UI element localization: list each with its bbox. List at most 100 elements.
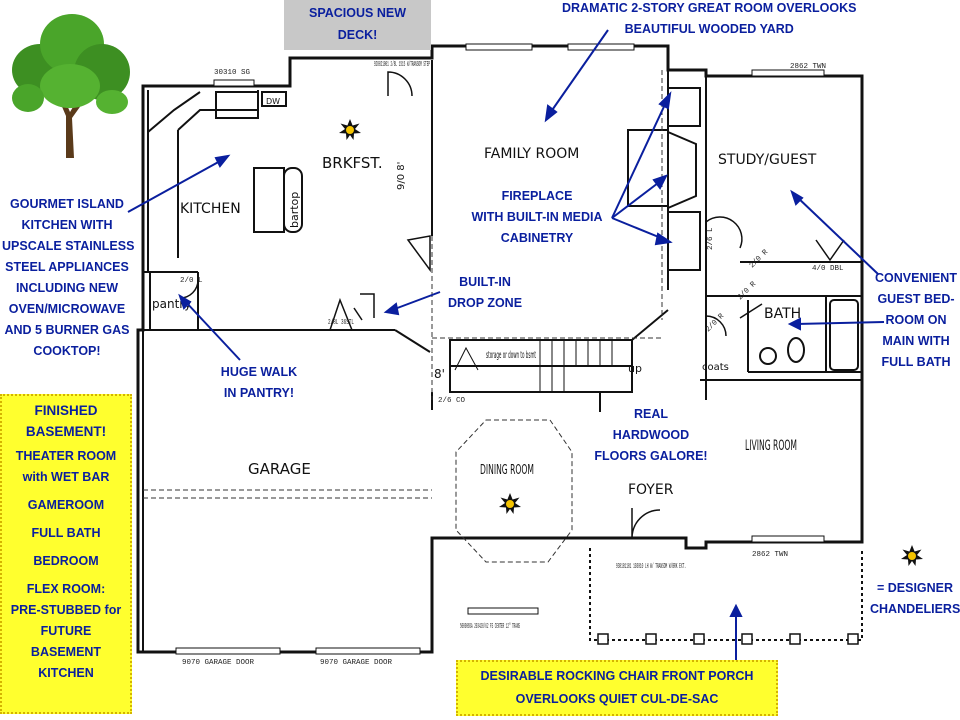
callout-line: HARDWOOD [612, 428, 690, 442]
callout-line: FINISHED [34, 403, 98, 418]
callout-line: IN PANTRY! [223, 386, 295, 400]
basement-item: BEDROOM [2, 551, 130, 572]
room-label-foyer: FOYER [628, 482, 674, 498]
callout-line: BASEMENT! [25, 424, 107, 439]
chandelier-icon [499, 493, 521, 514]
tree-icon [12, 14, 130, 158]
callout-line: CHANDELIERS! [870, 602, 960, 616]
callout-line: AND 5 BURNER GAS [4, 323, 130, 337]
basement-callout: FINISHED BASEMENT! THEATER ROOM with WET… [0, 394, 132, 714]
callout-line: with WET BAR [22, 470, 110, 484]
room-label-dining: DINING ROOM [480, 463, 534, 478]
island-label-bartop: bartop [288, 192, 301, 228]
note-deck-door: 928021001 2/8L 1515 W/TRANSOM STEP [374, 61, 430, 69]
callout-line: KITCHEN WITH [21, 218, 113, 232]
room-label-coats: coats [702, 362, 729, 373]
great-room-callout: DRAMATIC 2-STORY GREAT ROOM OVERLOOKS BE… [562, 0, 856, 40]
room-label-garage: GARAGE [248, 460, 311, 478]
callout-line: BASEMENT [30, 645, 102, 659]
note-window-30310: 30310 SG [214, 69, 251, 77]
callout-line: SPACIOUS NEW [309, 6, 406, 20]
note-closet-4: 2/0 R [736, 280, 758, 302]
callout-line: COOKTOP! [33, 344, 101, 358]
windows [175, 43, 825, 655]
dishwasher-label: DW [266, 97, 280, 106]
note-dining-window: 5000065A 203420/62 FS CENTER 12" TRANS [460, 623, 520, 631]
callout-line: INCLUDING NEW [15, 281, 119, 295]
callout-line: FIREPLACE [501, 189, 573, 203]
ceiling-height-label: 8' [434, 367, 445, 381]
callout-line: DECK! [337, 28, 378, 42]
callout-line: = DESIGNER [876, 581, 954, 595]
callout-line: OVEN/MICROWAVE [8, 302, 126, 316]
note-garage-door-2: 9070 GARAGE DOOR [320, 659, 393, 667]
room-label-kitchen: KITCHEN [180, 201, 241, 217]
callout-line: DROP ZONE [447, 296, 523, 310]
note-closet-1: 2/6 L [707, 227, 715, 250]
note-closet-2: 2/0 R [748, 248, 770, 270]
ceiling-lines [143, 70, 663, 563]
callout-line: ROOM ON [885, 313, 947, 327]
callout-line: FUTURE [40, 624, 92, 638]
room-label-bath: BATH [764, 306, 801, 322]
callout-line: WITH BUILT-IN MEDIA [471, 210, 603, 224]
chandelier-callout: = DESIGNER CHANDELIERS! [870, 578, 960, 620]
callout-line: REAL [633, 407, 669, 421]
porch-posts [597, 633, 859, 645]
callout-line: BUILT-IN [459, 275, 511, 289]
room-label-study: STUDY/GUEST [718, 152, 817, 168]
callout-line: FLOORS GALORE! [594, 449, 708, 463]
pantry-callout: HUGE WALK IN PANTRY! [214, 362, 304, 404]
callout-line: GOURMET ISLAND [10, 197, 124, 211]
drop-zone-callout: BUILT-IN DROP ZONE [440, 272, 530, 314]
exterior-walls [136, 44, 864, 654]
room-label-family: FAMILY ROOM [484, 146, 579, 162]
hardwood-callout: REAL HARDWOOD FLOORS GALORE! [590, 404, 712, 467]
chandelier-icon [901, 545, 923, 566]
note-closet-6: 2/6 CO [438, 397, 466, 405]
note-pantry-door: 2/0 L [180, 277, 203, 285]
basement-item: GAMEROOM [2, 495, 130, 516]
callout-line: GUEST BED- [877, 292, 955, 306]
callout-line: GAMEROOM [27, 498, 105, 512]
basement-item: THEATER ROOM with WET BAR [2, 446, 130, 488]
callout-line: FULL BATH [881, 355, 951, 369]
deck-callout: SPACIOUS NEW DECK! [284, 0, 431, 50]
callout-line: CONVENIENT [875, 271, 957, 285]
callout-line: DRAMATIC 2-STORY GREAT ROOM OVERLOOKS [562, 1, 857, 15]
callout-line: KITCHEN [38, 666, 94, 680]
callout-line: FLEX ROOM: [26, 582, 106, 596]
callout-line: UPSCALE STAINLESS [2, 239, 135, 253]
stair-treads [454, 340, 613, 392]
note-twn-bottom: 2862 TWN [752, 551, 788, 559]
note-bifold: 2/8L 36STL [328, 319, 354, 327]
callout-line: MAIN WITH [882, 334, 950, 348]
basement-title: FINISHED BASEMENT! [2, 400, 130, 442]
basement-item: FULL BATH [2, 523, 130, 544]
ceiling-height-rotated: 9/0 8' [396, 162, 407, 190]
callout-line: FULL BATH [31, 526, 101, 540]
callout-line: HUGE WALK [220, 365, 298, 379]
interior-walls [142, 60, 863, 652]
room-label-living: LIVING ROOM [745, 438, 797, 454]
basement-item: FLEX ROOM: PRE-STUBBED for FUTURE BASEME… [2, 579, 130, 684]
fireplace-callout: FIREPLACE WITH BUILT-IN MEDIA CABINETRY [462, 186, 612, 249]
callout-line: DESIRABLE ROCKING CHAIR FRONT PORCH [480, 669, 754, 683]
room-label-brkfst: BRKFST. [322, 154, 383, 172]
chandelier-icon [339, 119, 361, 140]
callout-line: STEEL APPLIANCES [5, 260, 129, 274]
callout-arrows [127, 29, 885, 660]
callout-line: CABINETRY [500, 231, 574, 245]
note-front-door: 930101101 103010 LH W/ TRANSOM W/BRK EXT… [616, 563, 686, 571]
guest-callout: CONVENIENT GUEST BED- ROOM ON MAIN WITH … [872, 268, 960, 373]
door-swings [179, 71, 845, 539]
callout-line: BEAUTIFUL WOODED YARD [624, 22, 794, 36]
callout-line: THEATER ROOM [15, 449, 117, 463]
callout-line: OVERLOOKS QUIET CUL-DE-SAC [515, 692, 719, 706]
kitchen-callout: GOURMET ISLAND KITCHEN WITH UPSCALE STAI… [2, 194, 135, 362]
note-garage-door-1: 9070 GARAGE DOOR [182, 659, 255, 667]
callout-line: BEDROOM [33, 554, 99, 568]
callout-line: PRE-STUBBED for [10, 603, 122, 617]
note-twn-top: 2862 TWN [790, 63, 826, 71]
